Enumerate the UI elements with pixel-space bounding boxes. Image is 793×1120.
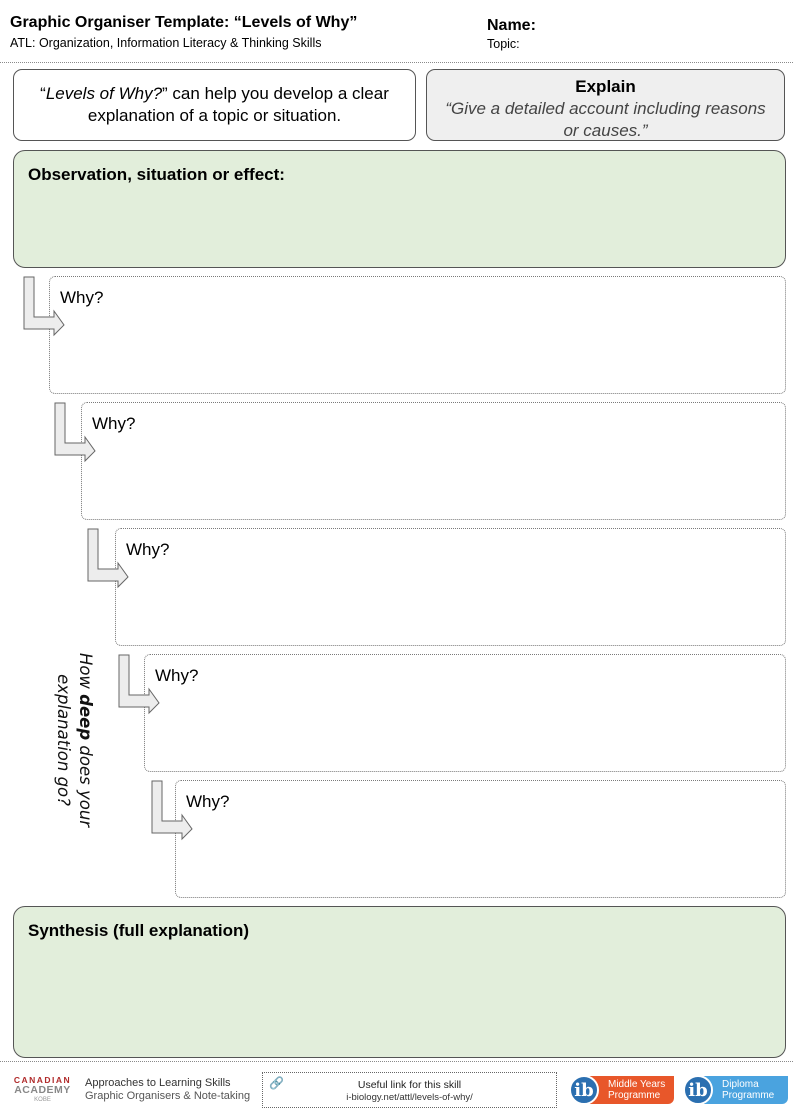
why-label: Why? bbox=[60, 288, 104, 307]
explain-box: Explain “Give a detailed account includi… bbox=[426, 69, 785, 141]
why-box-3[interactable]: Why? bbox=[115, 528, 786, 646]
arrow-down-right-icon bbox=[87, 528, 129, 589]
useful-link-box[interactable]: 🔗 Useful link for this skill i-biology.n… bbox=[262, 1072, 557, 1108]
why-label: Why? bbox=[126, 540, 170, 559]
topic-label: Topic: bbox=[487, 37, 520, 51]
name-label: Name: bbox=[487, 17, 536, 34]
arrow-down-right-icon bbox=[23, 276, 65, 337]
intro-box: “Levels of Why?” can help you develop a … bbox=[13, 69, 416, 141]
link-title: Useful link for this skill bbox=[357, 1079, 462, 1091]
page-subtitle: ATL: Organization, Information Literacy … bbox=[10, 36, 322, 50]
ib-logo-icon: ib bbox=[569, 1075, 599, 1105]
link-url[interactable]: i-biology.net/attl/levels-of-why/ bbox=[346, 1092, 473, 1103]
why-label: Why? bbox=[92, 414, 136, 433]
why-box-5[interactable]: Why? bbox=[175, 780, 786, 898]
synthesis-box[interactable]: Synthesis (full explanation) bbox=[13, 906, 786, 1058]
link-icon: 🔗 bbox=[269, 1076, 284, 1090]
footer-atl-info: Approaches to Learning Skills Graphic Or… bbox=[85, 1077, 251, 1102]
dp-badge: Diploma Programme ib bbox=[683, 1075, 788, 1105]
arrow-down-right-icon bbox=[54, 402, 96, 463]
why-box-2[interactable]: Why? bbox=[81, 402, 786, 520]
explain-title: Explain bbox=[575, 77, 636, 96]
why-box-1[interactable]: Why? bbox=[49, 276, 786, 394]
canadian-academy-logo: CANADIAN ACADEMY KOBE bbox=[13, 1075, 72, 1103]
depth-side-note: How deep does your explanation go? bbox=[54, 652, 95, 828]
arrow-down-right-icon bbox=[118, 654, 160, 715]
observation-box[interactable]: Observation, situation or effect: bbox=[13, 150, 786, 268]
explain-definition: “Give a detailed account including reaso… bbox=[445, 99, 766, 140]
page-title: Graphic Organiser Template: “Levels of W… bbox=[10, 14, 358, 31]
why-box-4[interactable]: Why? bbox=[144, 654, 786, 772]
synthesis-title: Synthesis (full explanation) bbox=[28, 921, 250, 940]
intro-text: “Levels of Why?” can help you develop a … bbox=[40, 84, 389, 125]
why-label: Why? bbox=[155, 666, 199, 685]
why-label: Why? bbox=[186, 792, 230, 811]
ib-logo-icon: ib bbox=[683, 1075, 713, 1105]
header-divider bbox=[0, 62, 793, 63]
arrow-down-right-icon bbox=[151, 780, 193, 841]
observation-title: Observation, situation or effect: bbox=[28, 165, 285, 184]
myp-badge: Middle Years Programme ib bbox=[569, 1075, 674, 1105]
footer-divider bbox=[0, 1061, 793, 1062]
